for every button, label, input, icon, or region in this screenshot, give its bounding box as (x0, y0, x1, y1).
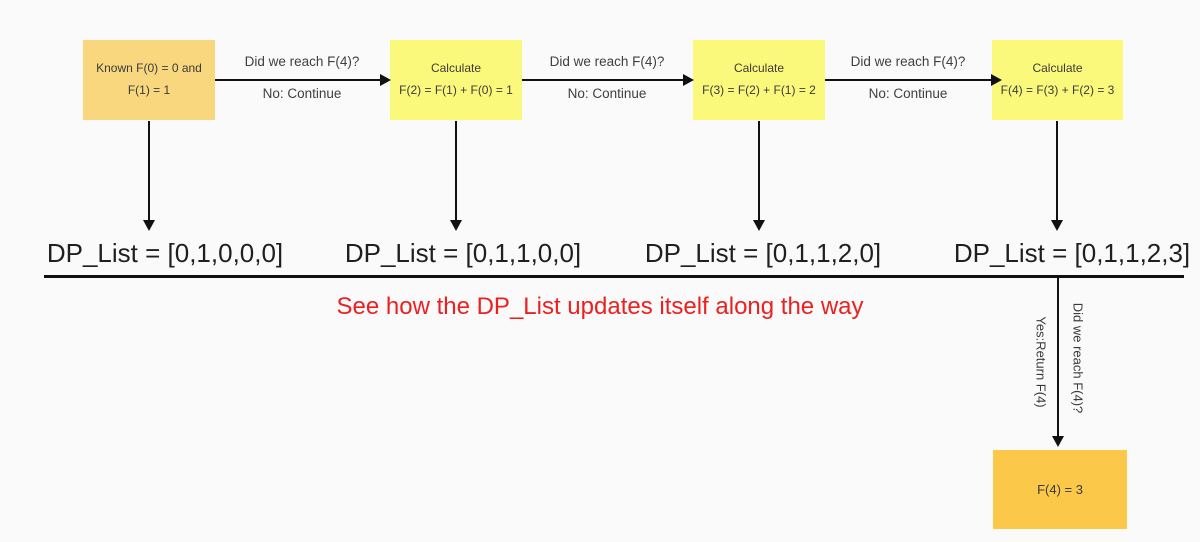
arrow-step1-to-step2 (215, 79, 382, 81)
transition-question-label: Did we reach F(4)? (549, 54, 665, 69)
step-box-calculate-f2: Calculate F(2) = F(1) + F(0) = 1 (390, 40, 522, 120)
arrowhead-down-icon (143, 220, 155, 231)
transition-no-label: No: Continue (868, 86, 948, 101)
dp-list-value: DP_List = [0,1,1,0,0] (344, 238, 582, 268)
dp-list-value: DP_List = [0,1,1,2,0] (644, 238, 882, 268)
divider-line (44, 275, 1184, 278)
arrow-step2-to-step3 (522, 79, 685, 81)
dp-list-value: DP_List = [0,1,0,0,0] (46, 238, 284, 268)
step-box-calculate-f4: Calculate F(4) = F(3) + F(2) = 3 (992, 40, 1123, 120)
step-box-known-values: Known F(0) = 0 and F(1) = 1 (83, 40, 215, 120)
yes-return-label: Yes:Return F(4) (1033, 316, 1049, 408)
arrow-step3-to-step4 (825, 79, 993, 81)
arrowhead-down-icon (753, 220, 765, 231)
arrow-step2-to-list (455, 121, 457, 220)
arrow-step1-to-list (148, 121, 150, 220)
transition-question-label: Did we reach F(4)? (244, 54, 360, 69)
reach-question-label: Did we reach F(4)? (1070, 302, 1086, 414)
transition-question-label: Did we reach F(4)? (850, 54, 966, 69)
arrow-to-result (1057, 278, 1059, 436)
arrowhead-right-icon (380, 74, 391, 86)
arrowhead-right-icon (683, 74, 694, 86)
transition-no-label: No: Continue (567, 86, 647, 101)
result-box: F(4) = 3 (993, 450, 1127, 529)
caption-text: See how the DP_List updates itself along… (336, 293, 864, 320)
arrowhead-down-icon (1052, 436, 1064, 447)
dp-list-value: DP_List = [0,1,1,2,3] (953, 238, 1191, 268)
arrowhead-down-icon (1051, 220, 1063, 231)
arrow-step3-to-list (758, 121, 760, 220)
arrow-step4-to-list (1056, 121, 1058, 220)
arrowhead-down-icon (450, 220, 462, 231)
step-box-calculate-f3: Calculate F(3) = F(2) + F(1) = 2 (693, 40, 825, 120)
arrowhead-right-icon (991, 74, 1002, 86)
transition-no-label: No: Continue (262, 86, 342, 101)
